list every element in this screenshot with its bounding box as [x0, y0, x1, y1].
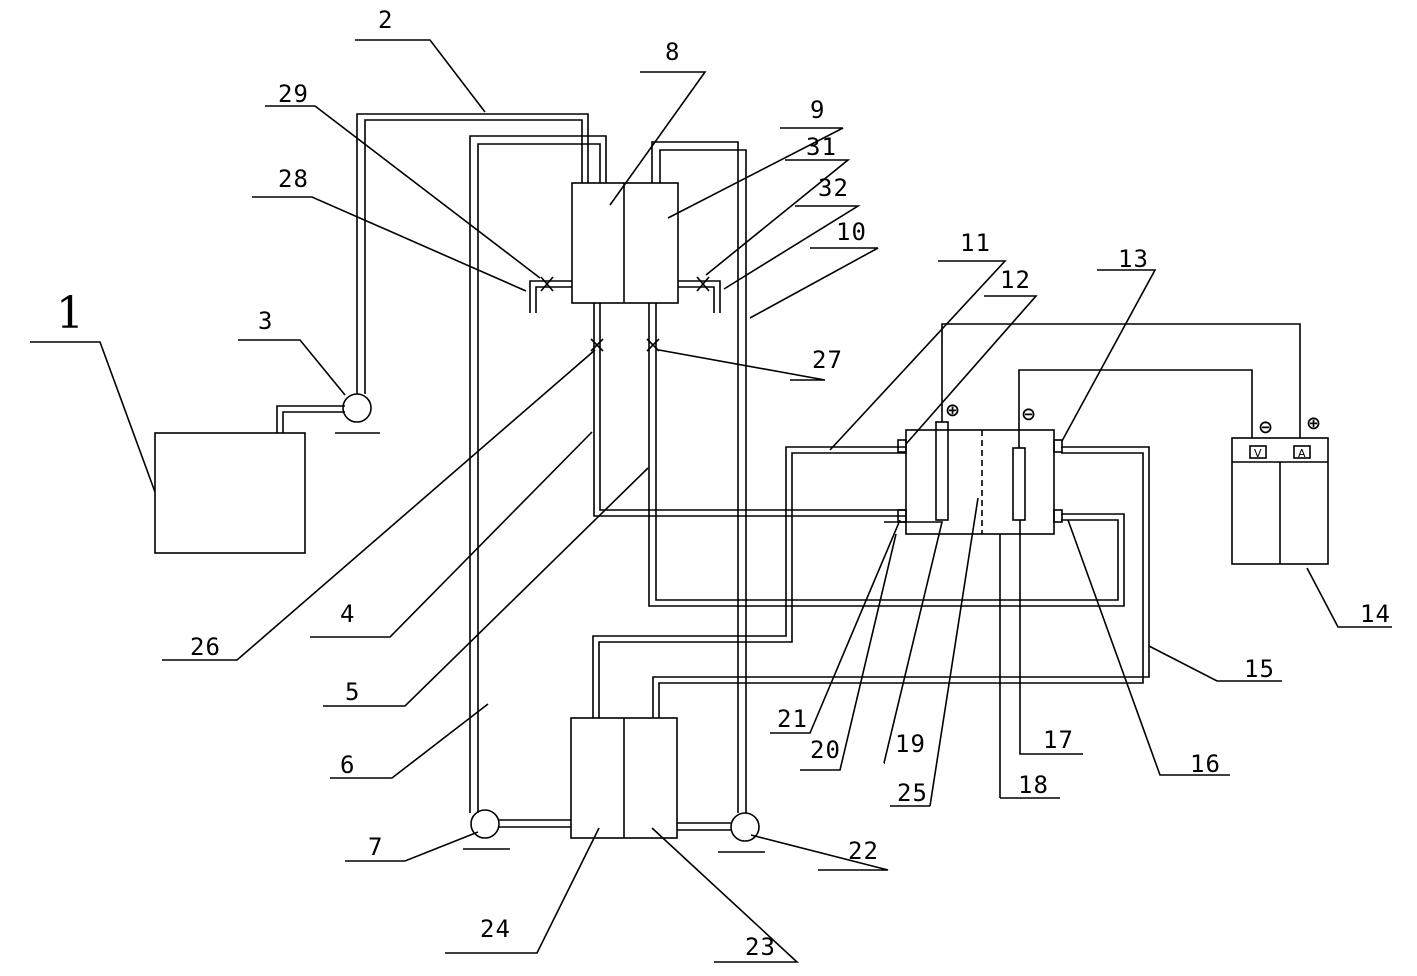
- wire-cathode: [1018, 369, 1253, 448]
- label-31: 31: [806, 133, 837, 161]
- port-12: [897, 439, 907, 453]
- voltmeter-icon: V: [1254, 447, 1262, 460]
- pipe-5: [648, 303, 1125, 607]
- leader-lines: [30, 39, 1392, 963]
- label-14: 14: [1360, 600, 1391, 628]
- pipe-tank1-pump3: [276, 405, 345, 433]
- port-13: [1053, 439, 1063, 453]
- label-20: 20: [810, 736, 841, 764]
- pump-22: [730, 812, 760, 842]
- minus-symbol-supply: ⊖: [1258, 417, 1273, 438]
- label-24: 24: [480, 915, 511, 943]
- label-11: 11: [960, 229, 991, 257]
- plus-symbol-supply: ⊕: [1306, 413, 1321, 434]
- label-10: 10: [836, 218, 867, 246]
- labels: 1 2 3 29 28 8 9 31 32 10 11 12 13 14 15 …: [56, 6, 1391, 961]
- label-1: 1: [56, 288, 84, 339]
- pipe-32: [678, 280, 721, 313]
- label-26: 26: [190, 633, 221, 661]
- wire-anode: [941, 323, 1301, 438]
- label-5: 5: [345, 678, 360, 706]
- label-4: 4: [340, 600, 355, 628]
- valve-31: [696, 276, 710, 292]
- pump-7: [470, 809, 500, 839]
- anode-19: [935, 421, 949, 521]
- plus-symbol-anode: ⊕: [945, 400, 960, 421]
- label-22: 22: [848, 837, 879, 865]
- label-9: 9: [810, 96, 825, 124]
- label-18: 18: [1018, 771, 1049, 799]
- label-8: 8: [665, 38, 680, 66]
- pipe-2: [356, 113, 589, 394]
- label-16: 16: [1190, 750, 1221, 778]
- valve-26: [590, 338, 604, 352]
- label-13: 13: [1118, 245, 1149, 273]
- label-6: 6: [340, 751, 355, 779]
- minus-symbol-cathode: ⊖: [1021, 404, 1036, 425]
- label-28: 28: [278, 165, 309, 193]
- label-7: 7: [368, 833, 383, 861]
- pipe-10: [651, 141, 747, 813]
- pipe-15: [652, 446, 1150, 718]
- label-21: 21: [777, 705, 808, 733]
- cathode-17: [1012, 447, 1026, 521]
- valve-27: [646, 338, 660, 352]
- label-32: 32: [818, 174, 849, 202]
- label-19: 19: [895, 730, 926, 758]
- valve-29: [540, 276, 554, 292]
- label-27: 27: [812, 346, 843, 374]
- label-12: 12: [1000, 266, 1031, 294]
- cell-box: [905, 429, 1055, 535]
- pipe-11: [592, 446, 906, 718]
- pipe-6: [469, 135, 607, 813]
- port-16: [1053, 509, 1063, 523]
- label-15: 15: [1244, 655, 1275, 683]
- pump-3: [342, 393, 372, 423]
- label-2: 2: [378, 6, 393, 34]
- label-25: 25: [897, 779, 928, 807]
- label-23: 23: [745, 933, 776, 961]
- label-3: 3: [258, 307, 273, 335]
- tank-1: [154, 432, 306, 554]
- pipe-4: [593, 303, 906, 517]
- label-17: 17: [1043, 726, 1074, 754]
- tank-8: [571, 182, 679, 304]
- pipe-28: [529, 280, 572, 313]
- label-29: 29: [278, 80, 309, 108]
- ammeter-icon: A: [1298, 447, 1306, 460]
